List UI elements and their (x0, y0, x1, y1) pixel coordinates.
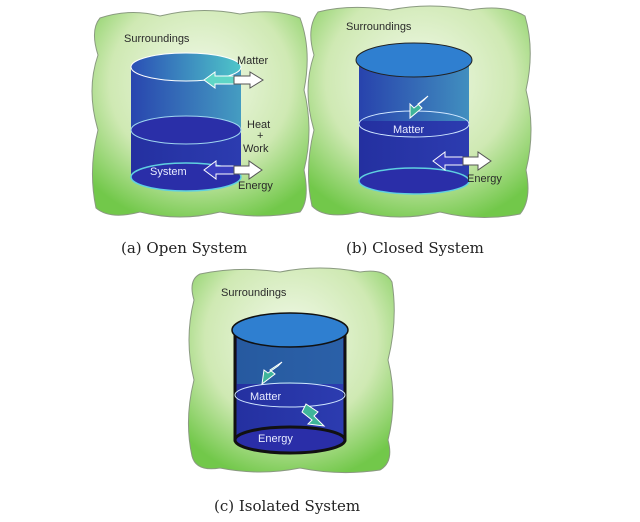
caption-open: (a) Open System (121, 239, 247, 257)
work-label: Work (243, 143, 269, 155)
insulated-lid (231, 312, 349, 348)
surroundings-label: Surroundings (346, 21, 412, 33)
energy-label: Energy (238, 180, 273, 192)
open-system-panel: Surroundings Matter Heat + Work System E… (91, 9, 310, 257)
matter-label: Matter (250, 391, 282, 403)
container-base (233, 425, 347, 455)
energy-label: Energy (258, 433, 293, 445)
energy-arrow-out-icon (233, 160, 263, 180)
surroundings-label: Surroundings (221, 287, 287, 299)
matter-cycle-arrow-icon (409, 95, 429, 120)
system-label: System (150, 166, 187, 178)
plus-label: + (257, 130, 263, 142)
closed-lid (355, 42, 473, 78)
heat-label: Heat (247, 119, 270, 131)
container-body (233, 328, 347, 442)
matter-label: Matter (393, 124, 425, 136)
surroundings-label: Surroundings (124, 33, 190, 45)
caption-isolated: (c) Isolated System (214, 497, 360, 515)
system-surface (234, 382, 346, 408)
energy-label: Energy (467, 173, 502, 185)
caption-closed: (b) Closed System (346, 239, 484, 257)
closed-system-panel: Surroundings Matter Energy (b) Closed Sy… (307, 5, 532, 257)
energy-cycle-arrow-icon (301, 403, 326, 427)
energy-arrow-out-icon (462, 151, 492, 171)
matter-cycle-arrow-icon (261, 361, 283, 386)
matter-arrow-out-icon (233, 71, 264, 89)
isolated-system-panel: Surroundings Matter Energy (c) Isolated … (187, 267, 395, 515)
container-base (358, 167, 470, 195)
system-surface (130, 115, 242, 145)
matter-label: Matter (237, 55, 269, 67)
